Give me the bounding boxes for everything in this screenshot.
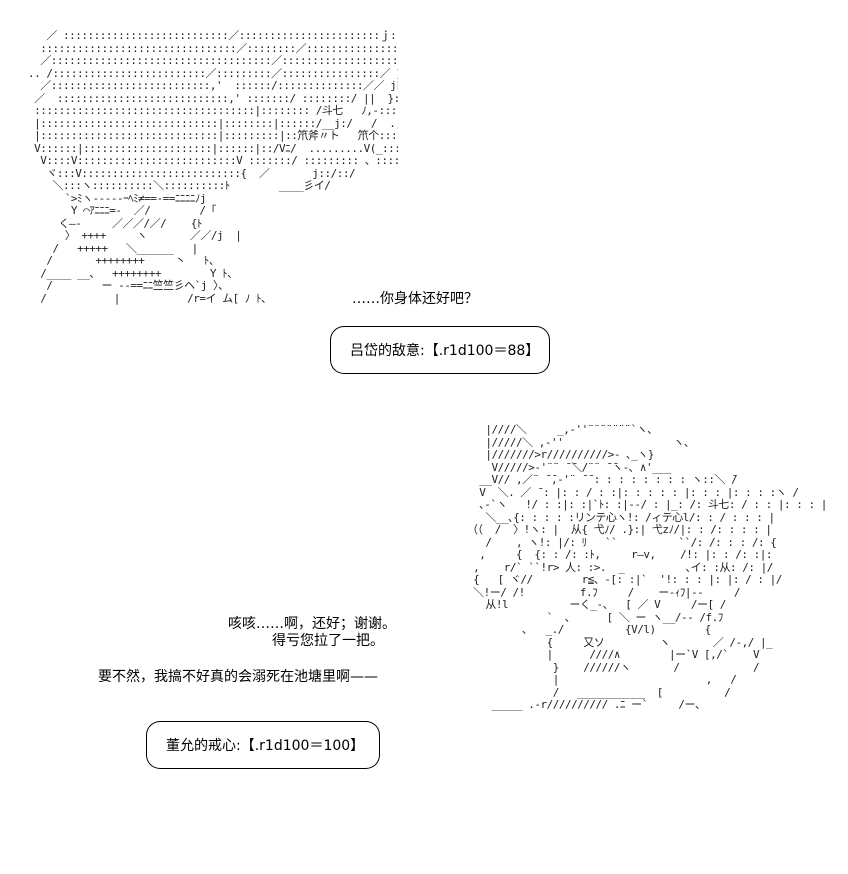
dialogue-line-1: ……你身体还好吧？ xyxy=(352,291,478,307)
wariness-roll-box: 董允的戒心:【.r1d100＝100】 xyxy=(146,721,380,769)
dialogue-line-4: 要不然，我搞不好真的会溺死在池塘里啊—— xyxy=(98,669,378,685)
dialogue-line-3: 得亏您拉了一把。 xyxy=(272,633,384,649)
ascii-art-character-bottom: |////＼ _,-''¨¨¨¨¨¨¨`ヽ、 |/////＼ ,-'' ヽ、 |… xyxy=(466,424,827,711)
hostility-roll-box: 吕岱的敌意:【.r1d100＝88】 xyxy=(330,326,550,374)
dialogue-line-2: 咳咳……啊，还好；谢谢。 xyxy=(228,616,396,632)
ascii-art-character-top: ／ :::::::::::::::::::::::::::／::::::::::… xyxy=(28,30,398,305)
hostility-roll-text: 吕岱的敌意:【.r1d100＝88】 xyxy=(350,343,540,359)
wariness-roll-text: 董允的戒心:【.r1d100＝100】 xyxy=(166,738,365,754)
